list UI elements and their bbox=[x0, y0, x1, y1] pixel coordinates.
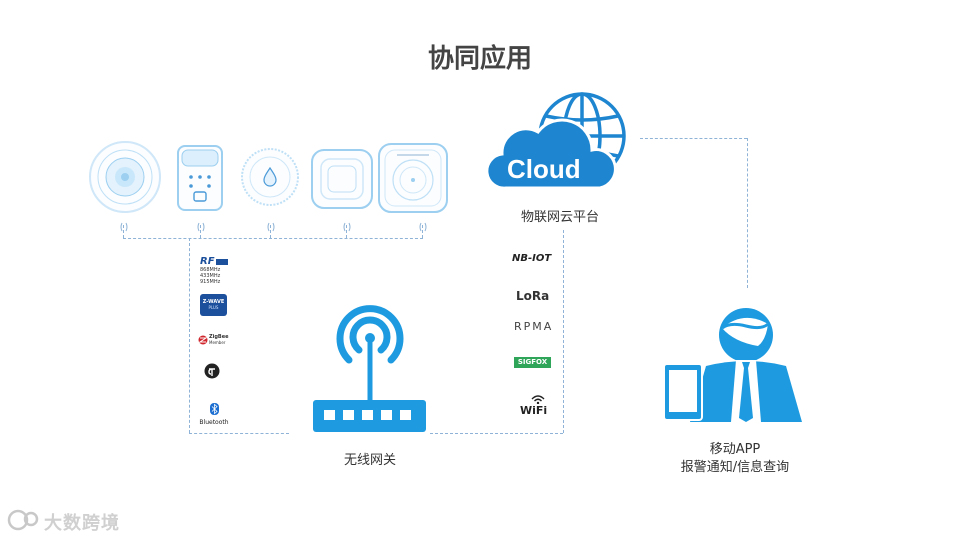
bluetooth-icon bbox=[209, 403, 219, 415]
signal-icon bbox=[120, 222, 128, 232]
mobile-user-icon bbox=[663, 308, 802, 422]
lora-logo: LoRa bbox=[516, 289, 550, 303]
signal-icon bbox=[197, 222, 205, 232]
device-drop-line bbox=[200, 225, 201, 238]
rf-freq-2: 433MHz bbox=[200, 273, 221, 279]
sigfox-logo: SIGFOX bbox=[514, 357, 551, 368]
cloud-icon-text: Cloud bbox=[507, 154, 581, 184]
device-drop-line bbox=[346, 225, 347, 238]
wireless-gateway-icon bbox=[313, 305, 426, 432]
wifi-logo-text: WiFi bbox=[520, 404, 548, 417]
watermark-logo-icon bbox=[7, 509, 39, 531]
device-drop-line bbox=[422, 225, 423, 238]
square-sensor-icon bbox=[311, 149, 373, 209]
zigbee-icon bbox=[198, 335, 208, 344]
gateway-left-line bbox=[189, 433, 289, 434]
cloud-link-line bbox=[640, 138, 747, 139]
bluetooth-logo: Bluetooth bbox=[198, 400, 230, 426]
device-bus-line bbox=[123, 238, 423, 239]
device-drop-line bbox=[123, 225, 124, 238]
rf-logo-bar bbox=[215, 258, 228, 265]
smoke-detector-icon bbox=[378, 143, 448, 213]
mobile-app-desc: 报警通知/信息查询 bbox=[680, 460, 790, 475]
rf-logo: RF 868MHz 433MHz 915MHz bbox=[200, 256, 240, 285]
device-drop-line bbox=[270, 225, 271, 238]
motion-sensor-icon bbox=[177, 145, 223, 211]
signal-icon bbox=[343, 222, 351, 232]
zigbee-logo: ZigBee Member bbox=[198, 334, 229, 345]
zwave-logo-text: Z-WAVE bbox=[202, 299, 225, 305]
mobile-app-label: 移动APP bbox=[709, 442, 761, 457]
nb-iot-logo: NB-IOT bbox=[512, 253, 552, 264]
gateway-right-line bbox=[430, 433, 563, 434]
cloud-platform-label: 物联网云平台 bbox=[520, 210, 599, 225]
zwave-logo-sub: PLUS bbox=[208, 305, 219, 310]
zigbee-logo-text: ZigBee bbox=[209, 334, 229, 340]
right-protocol-line bbox=[563, 230, 564, 433]
signal-icon bbox=[267, 222, 275, 232]
water-sensor-icon bbox=[241, 148, 299, 206]
watermark-text: 大数跨境 bbox=[44, 513, 120, 534]
cloud-globe-icon bbox=[488, 92, 626, 190]
thread-icon bbox=[204, 363, 220, 379]
round-sensor-icon bbox=[89, 141, 161, 213]
mobile-link-line bbox=[747, 138, 748, 288]
rpma-logo: RPMA bbox=[514, 320, 554, 333]
zigbee-logo-sub: Member bbox=[209, 340, 226, 345]
signal-icon bbox=[419, 222, 427, 232]
left-protocol-line bbox=[189, 238, 190, 433]
rf-freq-1: 868MHz bbox=[200, 267, 221, 273]
rf-freq-3: 915MHz bbox=[200, 279, 221, 285]
zwave-logo: Z-WAVE PLUS bbox=[200, 294, 227, 316]
bluetooth-logo-text: Bluetooth bbox=[199, 419, 229, 426]
rf-logo-text: RF bbox=[200, 256, 215, 267]
wifi-icon bbox=[531, 395, 545, 404]
page-title: 协同应用 bbox=[427, 44, 532, 74]
gateway-label: 无线网关 bbox=[343, 453, 396, 468]
